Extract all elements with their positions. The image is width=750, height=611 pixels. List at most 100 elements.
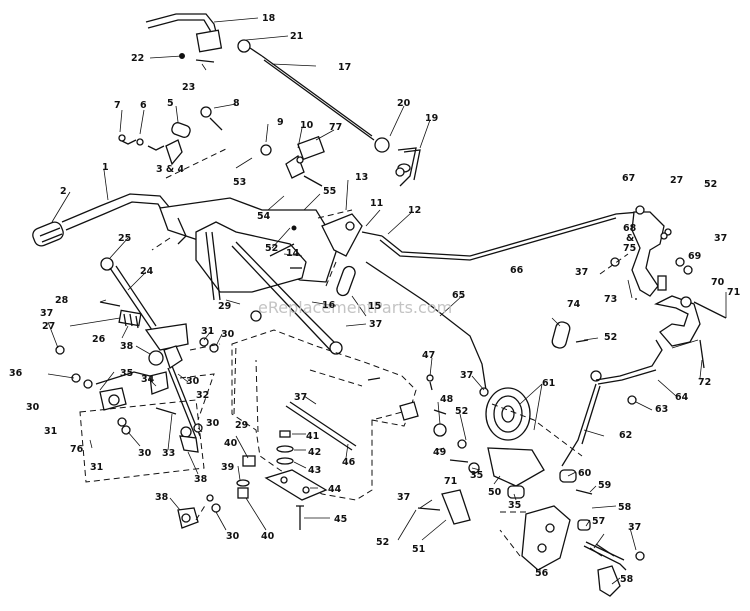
label-10: 10 bbox=[300, 120, 314, 131]
label-35-left: 35 bbox=[120, 368, 133, 379]
label-52-bottom: 52 bbox=[376, 537, 389, 548]
label-16: 16 bbox=[322, 300, 336, 311]
lower-left-linkage bbox=[55, 265, 221, 529]
label-71-lower: 71 bbox=[444, 476, 457, 487]
label-17: 17 bbox=[338, 62, 351, 73]
label-13: 13 bbox=[355, 172, 368, 183]
label-33: 33 bbox=[162, 448, 175, 459]
label-52-center: 52 bbox=[265, 243, 278, 254]
label-69: 69 bbox=[688, 251, 701, 262]
pulley-and-idler-assembly bbox=[417, 321, 663, 597]
label-43: 43 bbox=[308, 465, 321, 476]
handle-assembly bbox=[32, 106, 272, 271]
label-30-left: 30 bbox=[26, 402, 40, 413]
label-53: 53 bbox=[233, 177, 246, 188]
label-73: 73 bbox=[604, 294, 617, 305]
label-40-upper: 40 bbox=[224, 438, 238, 449]
label-36: 36 bbox=[9, 368, 23, 379]
label-74: 74 bbox=[567, 299, 581, 310]
label-8: 8 bbox=[233, 98, 240, 109]
label-37-rod: 37 bbox=[575, 267, 588, 278]
label-68-and: & bbox=[626, 233, 634, 244]
label-31-lower: 31 bbox=[90, 462, 103, 473]
label-72: 72 bbox=[698, 377, 711, 388]
label-31-left: 31 bbox=[44, 426, 57, 437]
label-9: 9 bbox=[277, 117, 284, 128]
label-50: 50 bbox=[488, 487, 502, 498]
label-30-top: 30 bbox=[221, 329, 235, 340]
label-37-bolt: 37 bbox=[294, 392, 307, 403]
label-30-lower: 30 bbox=[138, 448, 152, 459]
label-26: 26 bbox=[92, 334, 106, 345]
label-38-left: 38 bbox=[120, 341, 134, 352]
label-66: 66 bbox=[510, 265, 524, 276]
label-75: 75 bbox=[623, 243, 636, 254]
label-76: 76 bbox=[70, 444, 84, 455]
label-35-lower: 35 bbox=[508, 500, 521, 511]
label-61: 61 bbox=[542, 378, 555, 389]
label-28: 28 bbox=[55, 295, 69, 306]
leader-lines bbox=[47, 17, 727, 585]
label-12: 12 bbox=[408, 205, 421, 216]
label-2: 2 bbox=[60, 186, 67, 197]
label-27-top: 27 bbox=[670, 175, 683, 186]
label-31-top: 31 bbox=[201, 326, 214, 337]
watermark: eReplacementParts.com bbox=[258, 298, 452, 317]
bell-crank-assembly bbox=[599, 205, 727, 369]
label-37-center: 37 bbox=[460, 370, 473, 381]
label-37-left: 37 bbox=[40, 308, 53, 319]
label-41: 41 bbox=[306, 431, 319, 442]
control-plate bbox=[159, 135, 383, 355]
label-37-right: 37 bbox=[714, 233, 727, 244]
label-37-bottom: 37 bbox=[628, 522, 641, 533]
label-38-mid: 38 bbox=[194, 474, 208, 485]
label-14: 14 bbox=[286, 248, 300, 259]
label-37-lower: 37 bbox=[397, 492, 410, 503]
label-5: 5 bbox=[167, 98, 174, 109]
label-6: 6 bbox=[140, 100, 147, 111]
label-77: 77 bbox=[329, 122, 342, 133]
label-65: 65 bbox=[452, 290, 465, 301]
label-30-bottom: 30 bbox=[226, 531, 240, 542]
label-34: 34 bbox=[141, 374, 155, 385]
center-hardware bbox=[236, 430, 328, 530]
label-21: 21 bbox=[290, 31, 303, 42]
label-30-mid: 30 bbox=[186, 376, 200, 387]
label-29-bottom: 29 bbox=[235, 420, 248, 431]
label-67: 67 bbox=[622, 173, 635, 184]
label-62: 62 bbox=[619, 430, 632, 441]
label-63: 63 bbox=[655, 404, 668, 415]
label-52-right: 52 bbox=[604, 332, 617, 343]
control-rods bbox=[365, 211, 641, 397]
label-3-and-4: 3 & 4 bbox=[156, 164, 185, 175]
label-19: 19 bbox=[425, 113, 438, 124]
label-29-top: 29 bbox=[218, 301, 231, 312]
label-52-mid: 52 bbox=[455, 406, 468, 417]
deck-frame bbox=[231, 329, 434, 501]
upper-control-linkage bbox=[145, 13, 421, 187]
label-1: 1 bbox=[102, 162, 109, 173]
label-49: 49 bbox=[433, 447, 446, 458]
label-47: 47 bbox=[422, 350, 435, 361]
label-15: 15 bbox=[368, 301, 381, 312]
label-44: 44 bbox=[328, 484, 342, 495]
label-58-upper: 58 bbox=[618, 502, 632, 513]
label-38-lower: 38 bbox=[155, 492, 169, 503]
label-35-right: 35 bbox=[470, 470, 483, 481]
label-56: 56 bbox=[535, 568, 549, 579]
label-23: 23 bbox=[182, 82, 195, 93]
label-40-lower: 40 bbox=[261, 531, 275, 542]
label-55: 55 bbox=[323, 186, 336, 197]
label-57: 57 bbox=[592, 516, 605, 527]
label-58-lower: 58 bbox=[620, 574, 634, 585]
label-46: 46 bbox=[342, 457, 356, 468]
label-68: 68 bbox=[623, 223, 637, 234]
label-20: 20 bbox=[397, 98, 411, 109]
label-18: 18 bbox=[262, 13, 276, 24]
label-39: 39 bbox=[221, 462, 234, 473]
label-30-right: 30 bbox=[206, 418, 220, 429]
label-32: 32 bbox=[196, 390, 209, 401]
label-37-plate: 37 bbox=[369, 319, 382, 330]
part-number-labels: 18 21 22 23 17 7 6 5 8 9 10 77 20 19 3 &… bbox=[9, 13, 740, 585]
label-25: 25 bbox=[118, 233, 131, 244]
